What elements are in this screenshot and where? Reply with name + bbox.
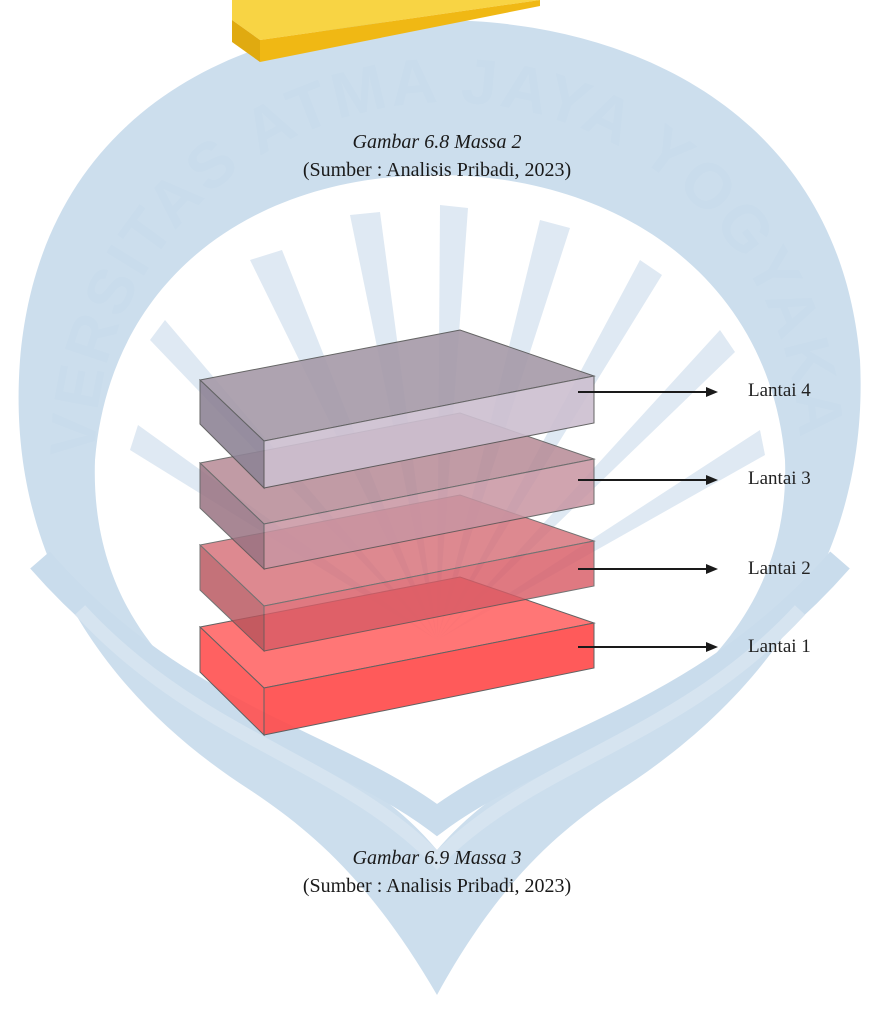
watermark-wave-2 (74, 605, 806, 871)
figure-caption-6-8: Gambar 6.8 Massa 2 (Sumber : Analisis Pr… (0, 128, 874, 184)
figure-title: Gambar 6.9 Massa 3 (352, 847, 522, 869)
figure-source: (Sumber : Analisis Pribadi, 2023) (302, 875, 572, 897)
watermark-wave-1 (30, 551, 850, 837)
floor-label-lantai-2: Lantai 2 (748, 558, 811, 579)
massa-2-block-side (232, 20, 260, 62)
floor-label-lantai-1: Lantai 1 (748, 636, 811, 657)
figure-source: (Sumber : Analisis Pribadi, 2023) (302, 159, 572, 181)
massa-2-block-top (232, 0, 540, 40)
massa-2-block-front (260, 0, 540, 62)
floor-label-lantai-4: Lantai 4 (748, 380, 811, 401)
floor-label-lantai-3: Lantai 3 (748, 468, 811, 489)
figure-caption-6-9: Gambar 6.9 Massa 3 (Sumber : Analisis Pr… (0, 844, 874, 900)
figure-title: Gambar 6.8 Massa 2 (352, 131, 522, 153)
floor-slab-lantai-4 (198, 329, 596, 490)
